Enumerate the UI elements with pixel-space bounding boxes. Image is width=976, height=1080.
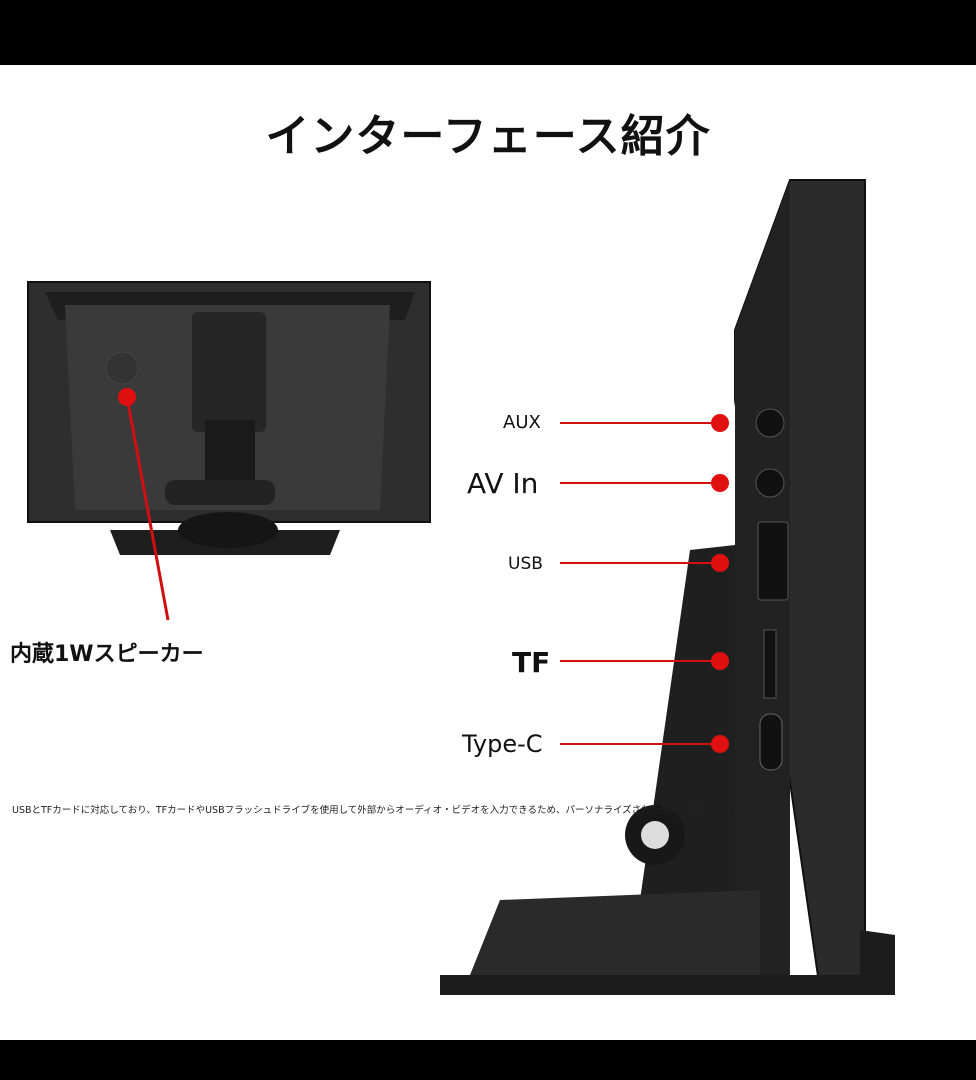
speaker-label: 内蔵1Wスピーカー: [10, 642, 204, 667]
device-back-view: [27, 281, 431, 555]
tf-label: TF: [512, 646, 551, 679]
speaker-grille-icon: [105, 351, 139, 385]
type-c-port-icon: [759, 713, 783, 771]
type-c-label: Type-C: [462, 730, 543, 758]
page-title: インターフェース紹介: [265, 111, 711, 162]
av-in-label: AV In: [467, 467, 539, 500]
aux-port-icon: [755, 408, 785, 438]
usb-port-icon: [757, 521, 789, 601]
device-side-view: [440, 179, 895, 995]
tf-slot-icon: [763, 629, 777, 699]
aux-label: AUX: [503, 412, 541, 433]
av-in-port-icon: [755, 468, 785, 498]
callouts: [118, 388, 729, 753]
top-black-bar: [0, 0, 976, 65]
description-text: USBとTFカードに対応しており、TFカードやUSBフラッシュドライブを使用して…: [12, 805, 764, 816]
usb-label: USB: [508, 554, 543, 574]
bottom-black-bar: [0, 1040, 976, 1080]
